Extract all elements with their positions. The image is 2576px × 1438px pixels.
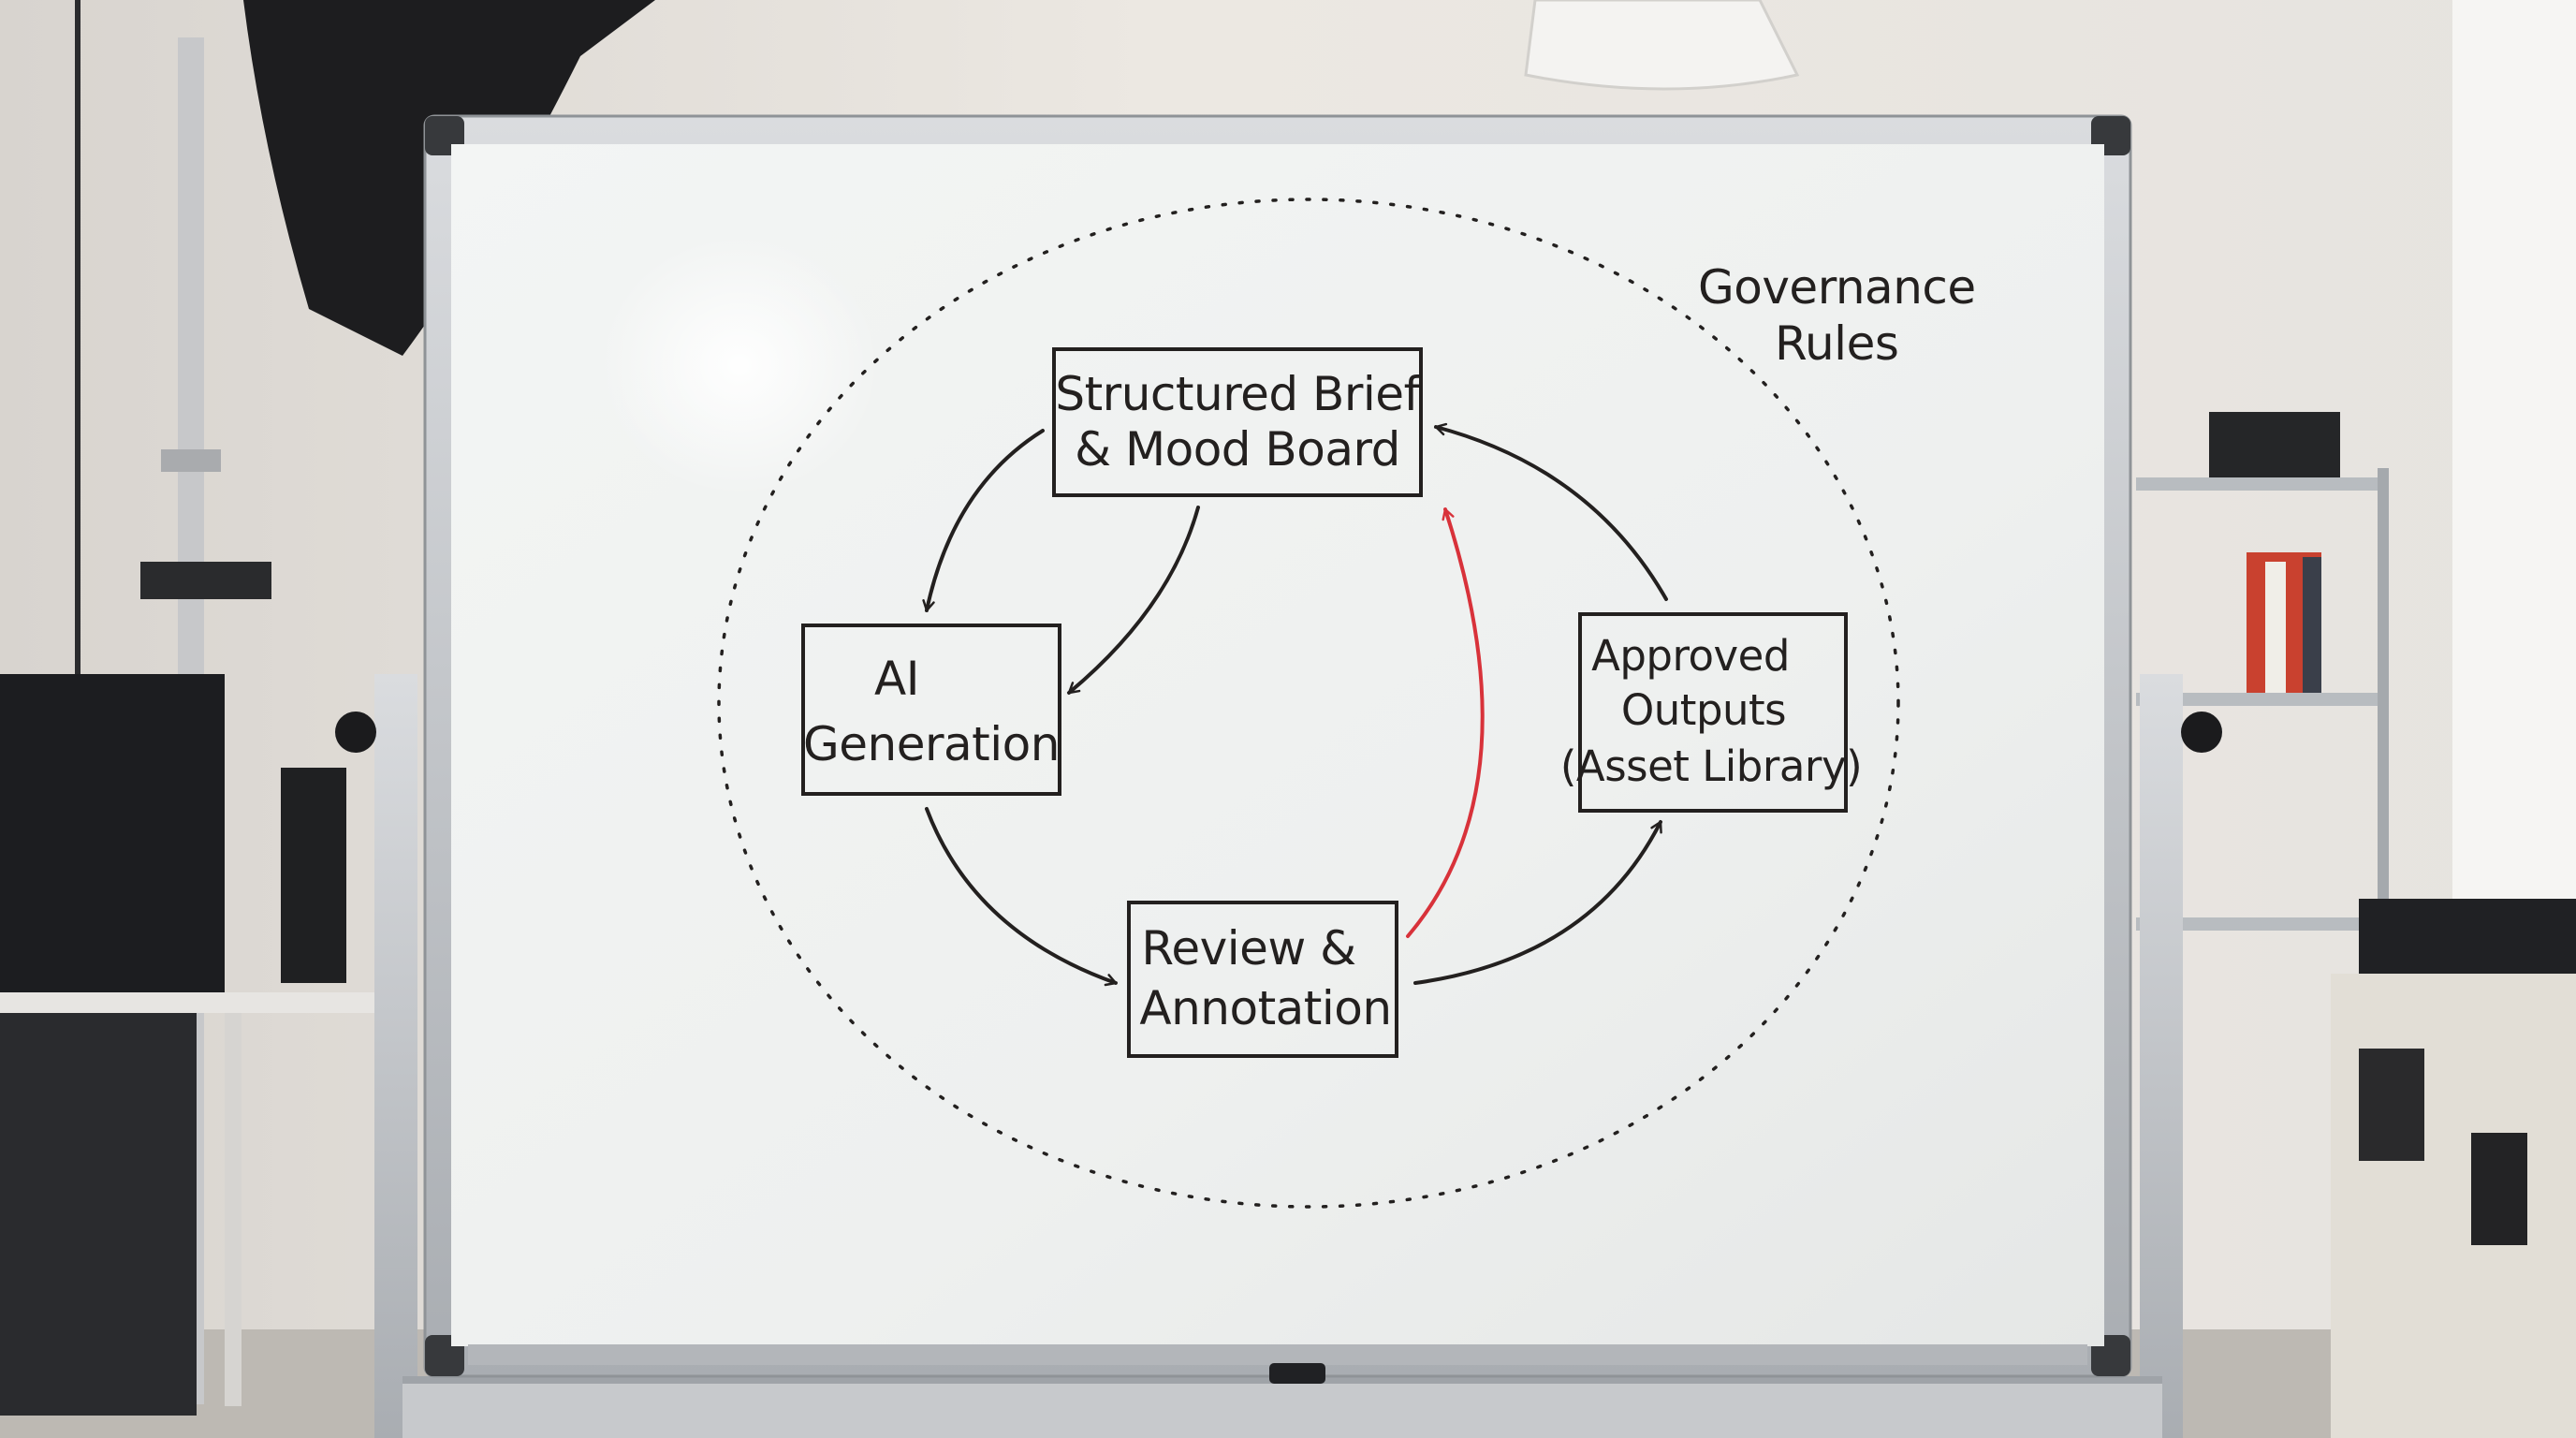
node-brief-line1: Structured Brief (1055, 367, 1421, 421)
right-shelf (2136, 412, 2576, 1438)
node-ai-generation: AI Generation (801, 624, 1061, 796)
arrow-brief-to-ai-outer (922, 429, 1045, 612)
node-brief-line2: & Mood Board (1075, 422, 1400, 477)
arrow-ai-to-review (925, 807, 1118, 987)
governance-boundary (717, 198, 1900, 1209)
node-approved-line1: Approved (1591, 631, 1790, 681)
node-structured-brief: Structured Brief & Mood Board (1052, 347, 1423, 497)
governance-label-line2: Rules (1775, 316, 1898, 371)
governance-label-line1: Governance (1698, 260, 1976, 315)
node-review-annotation: Review & Annotation (1127, 901, 1398, 1058)
node-approved-line3: (Asset Library) (1560, 741, 1862, 791)
left-desk (0, 674, 393, 1416)
node-review-line1: Review & (1141, 921, 1355, 976)
marker-tray (468, 1344, 2087, 1365)
node-ai-line2: Generation (803, 717, 1060, 771)
marker-eraser (1269, 1363, 1325, 1384)
node-approved-line2: Outputs (1621, 685, 1786, 735)
node-ai-line1: AI (874, 652, 919, 706)
arrow-approved-to-brief (1434, 422, 1668, 601)
ceiling-lamp (1524, 0, 1800, 91)
arrow-brief-to-ai-inner (1067, 506, 1200, 695)
node-approved-outputs: Approved Outputs (Asset Library) (1560, 612, 1863, 813)
arrow-review-to-brief-feedback (1406, 507, 1485, 938)
board-glare (599, 234, 880, 496)
node-review-line2: Annotation (1139, 981, 1391, 1035)
arrow-review-to-approved (1413, 820, 1662, 985)
